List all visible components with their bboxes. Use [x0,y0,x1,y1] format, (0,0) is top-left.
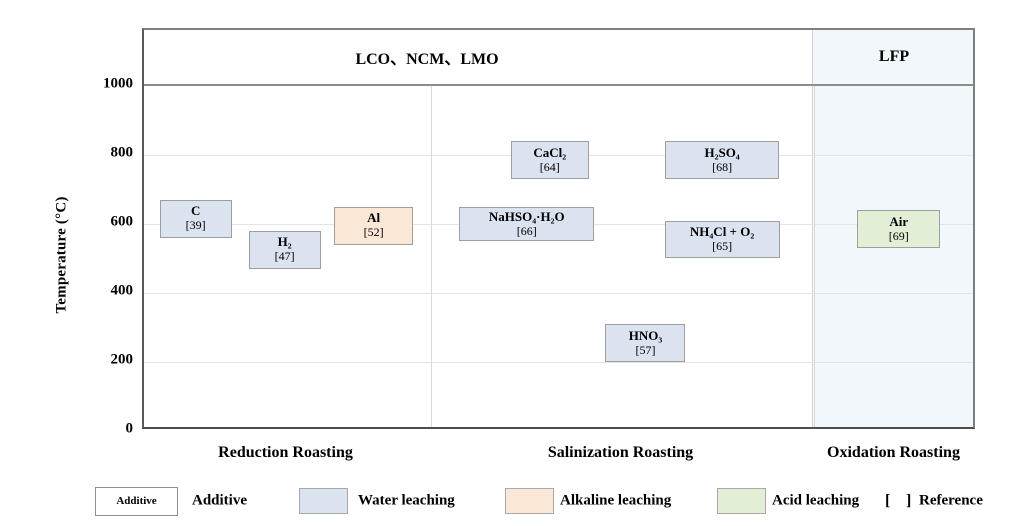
additive-label: C [190,203,201,219]
additive-label: NH₄Cl + O₂ [689,224,755,240]
y-tick-label: 400 [110,282,134,299]
plot-frame: LCO、NCM、LMO LFP C[39] H₂[47] Al[52] NaHSO₄·… [142,28,975,429]
legend-label-reference: Reference [919,492,983,509]
legend-label-additive: Additive [192,492,248,509]
y-tick-label: 200 [110,351,134,368]
legend-swatch-water [299,488,348,514]
reference-number: [52] [363,225,384,240]
additive-box-al: Al[52] [334,206,414,245]
additive-box-nahsoho: NaHSO₄·H₂O[66] [459,206,595,242]
reference-number: [57] [635,342,656,357]
additive-label: Al [367,210,381,226]
legend-label-acid: Acid leaching [772,492,860,509]
legend-additive-sample-box: Additive [95,486,178,516]
legend-label-alkaline: Alkaline leaching [560,492,672,509]
legend-bracket-open: [ [885,492,891,509]
section-label-salinization: Salinization Roasting [547,444,694,461]
additive-box-hso: H₂SO₄[68] [665,141,780,180]
additive-box-c: C[39] [159,199,232,238]
y-tick-label: 0 [125,420,134,437]
additive-label: CaCl₂ [533,144,567,160]
additive-label: NaHSO₄·H₂O [488,208,565,224]
reference-number: [69] [888,228,909,243]
reference-number: [66] [516,223,537,238]
reference-number: [39] [185,218,206,233]
section-divider-2 [814,86,815,427]
additive-label: H₂SO₄ [704,144,740,160]
legend-swatch-alkaline [505,488,554,514]
gridline-400 [144,293,973,294]
additive-box-h: H₂[47] [248,230,321,269]
header-label-lfp: LFP [878,48,910,65]
additive-label: Air [889,213,909,229]
section-label-oxidation: Oxidation Roasting [827,444,960,461]
y-tick-label: 600 [110,213,134,230]
reference-number: [65] [712,239,733,254]
additive-box-cacl: CaCl₂[64] [510,141,589,180]
legend-swatch-acid [717,488,766,514]
section-label-reduction: Reduction Roasting [218,444,353,461]
gridline-200 [144,362,973,363]
additive-box-air: Air[69] [857,210,941,249]
y-tick-label: 800 [110,144,134,161]
section-divider-1 [431,86,432,427]
reference-number: [68] [712,159,733,174]
additive-label: HNO₃ [628,327,663,343]
additive-box-nhclo: NH₄Cl + O₂[65] [664,220,780,259]
y-tick-label: 1000 [103,75,133,92]
reference-number: [47] [274,249,295,264]
legend-label-water: Water leaching [358,492,455,509]
reference-number: [64] [539,159,560,174]
additive-box-hno: HNO₃[57] [605,324,686,362]
header-band: LCO、NCM、LMO LFP [144,30,973,86]
additive-label: H₂ [277,234,292,250]
legend-bracket-close: ] [906,492,912,509]
header-label-lco-ncm-lmo: LCO、NCM、LMO [355,51,499,68]
